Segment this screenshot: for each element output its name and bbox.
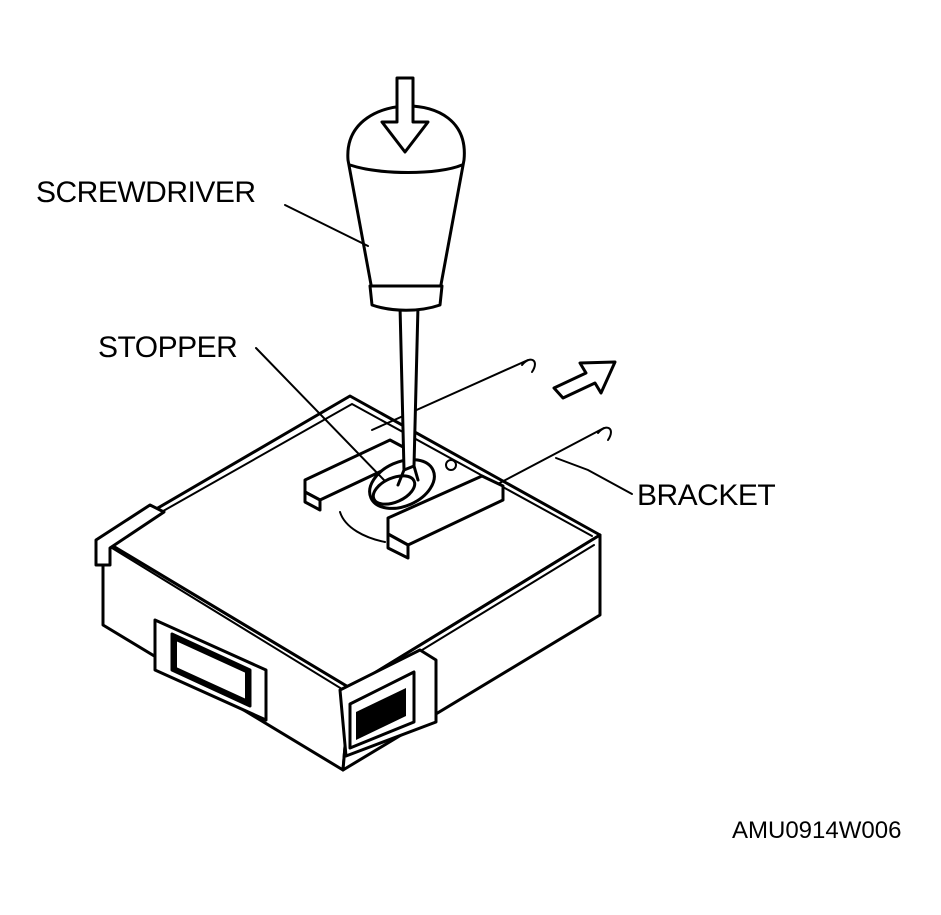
leader-stopper	[255, 347, 385, 481]
label-stopper: STOPPER	[98, 331, 238, 364]
bracket	[303, 358, 612, 560]
connector-right-corner	[338, 648, 438, 758]
leader-screwdriver	[284, 204, 369, 247]
left-corner-clip	[94, 503, 166, 567]
leader-bracket	[555, 457, 633, 495]
figure-id: AMU0914W006	[732, 817, 902, 844]
leader-lines	[255, 204, 633, 495]
pull-direction-arrow-icon	[552, 360, 617, 400]
stopper	[368, 458, 457, 510]
push-down-arrow-icon	[380, 76, 430, 154]
label-screwdriver: SCREWDRIVER	[36, 176, 256, 209]
label-bracket: BRACKET	[637, 479, 776, 512]
connector-left-face	[153, 618, 268, 722]
